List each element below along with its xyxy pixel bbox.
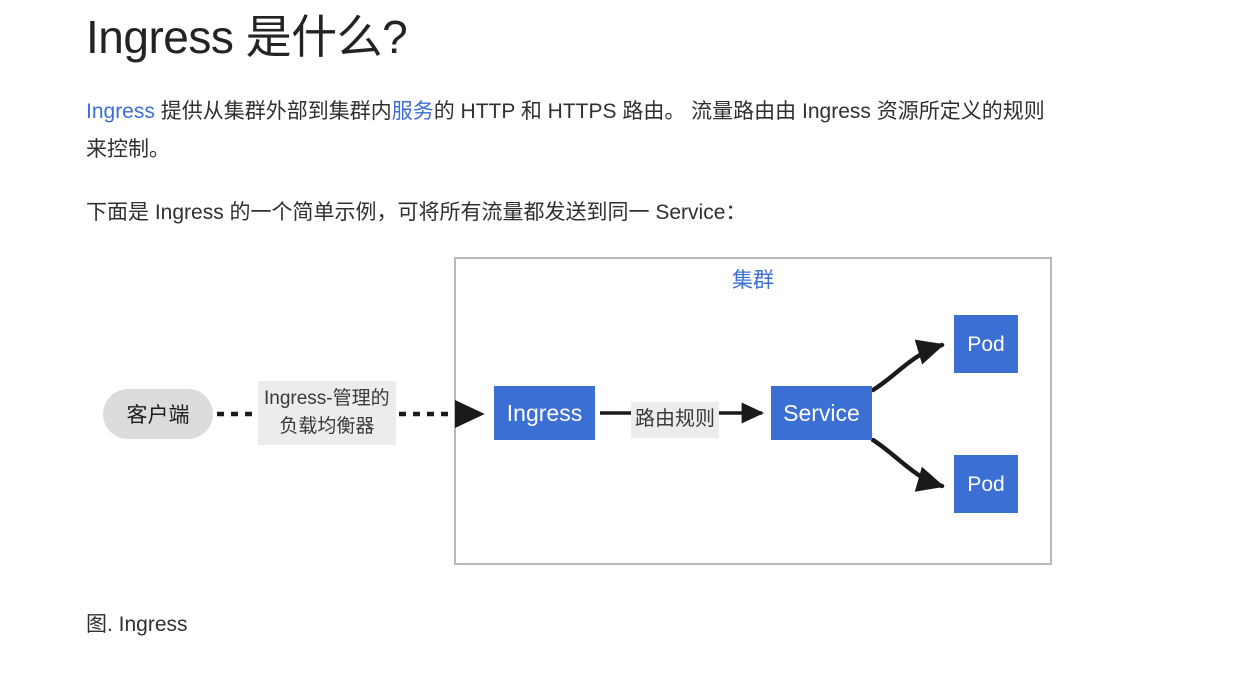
intro-text-part-1: 提供从集群外部到集群内 (154, 100, 392, 124)
load-balancer-label-line1: Ingress-管理的 (264, 388, 390, 409)
routing-rules-edge-label: 路由规则 (631, 402, 719, 438)
client-node: 客户端 (103, 389, 213, 439)
ingress-node: Ingress (494, 386, 595, 440)
load-balancer-edge-label: Ingress-管理的 负载均衡器 (258, 381, 396, 446)
intro-text-part-2: 的 HTTP 和 HTTPS 路由。 流量路由由 Ingress 资源所定义的规… (86, 100, 1045, 161)
document-body: Ingress 是什么? Ingress 提供从集群外部到集群内服务的 HTTP… (86, 0, 1086, 231)
example-paragraph: 下面是 Ingress 的一个简单示例，可将所有流量都发送到同一 Service… (86, 200, 747, 224)
figure-caption: 图. Ingress (86, 613, 188, 636)
service-node: Service (771, 386, 872, 440)
pod-node-bottom: Pod (954, 455, 1018, 513)
load-balancer-label-line2: 负载均衡器 (279, 415, 375, 437)
cluster-label: 集群 (732, 269, 774, 292)
pod-node-top: Pod (954, 315, 1018, 373)
service-link[interactable]: 服务 (391, 100, 434, 124)
ingress-link[interactable]: Ingress (86, 100, 155, 124)
page-title: Ingress 是什么? (86, 11, 408, 63)
intro-paragraph: Ingress 提供从集群外部到集群内服务的 HTTP 和 HTTPS 路由。 … (86, 93, 1061, 168)
ingress-diagram: 集群 客户端 Ingress-管理的 负载均衡器 路由规则 Ingress Se… (86, 250, 1086, 580)
